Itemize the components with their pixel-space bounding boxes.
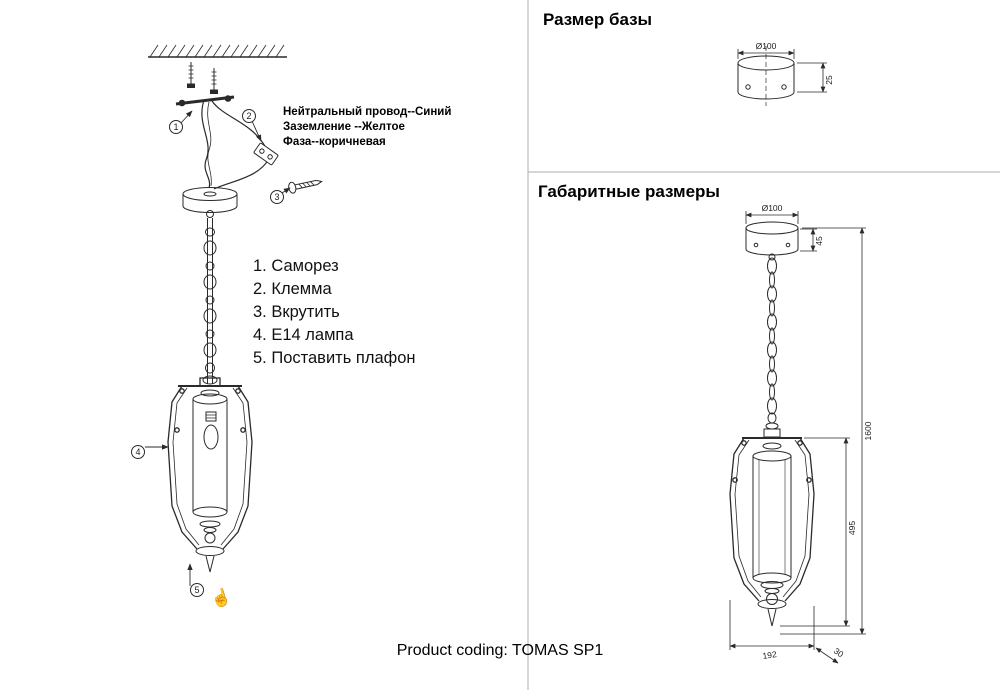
base-size-drawing: Ø100 25 xyxy=(737,41,834,106)
body-height-label: 495 xyxy=(847,521,857,535)
total-height-dim: 1600 xyxy=(780,227,873,635)
glass-body xyxy=(752,442,792,584)
ceiling-hatch xyxy=(148,44,287,58)
step-item-5: 5. Поставить плафон xyxy=(253,349,416,367)
canopy-height-label: 45 xyxy=(814,236,824,246)
wire-label-phase: Фаза--коричневая xyxy=(283,136,386,148)
assembly-drawing: 1 2 3 4 5 ☝ xyxy=(131,44,323,611)
callout-5-label: 5 xyxy=(194,585,199,595)
callout-4: 4 xyxy=(131,445,145,459)
wire-labels: Нейтральный провод--Синий Заземление --Ж… xyxy=(283,105,451,150)
callout-2: 2 xyxy=(242,109,256,123)
overall-dimensions-drawing: Ø100 45 1600 495 192 xyxy=(729,203,873,664)
screw-icon xyxy=(288,179,323,194)
e14-bulb-icon xyxy=(203,411,219,450)
product-coding: Product coding: TOMAS SP1 xyxy=(396,642,604,659)
glass-shade xyxy=(192,389,228,518)
callout-3-label: 3 xyxy=(274,192,279,202)
terminal-block xyxy=(253,142,279,166)
chain xyxy=(763,257,781,438)
overall-dimensions-title: Габаритные размеры xyxy=(538,182,720,201)
overall-diameter-label: Ø100 xyxy=(762,203,783,213)
base-diameter-label: Ø100 xyxy=(756,41,777,51)
step-item-3: 3. Вкрутить xyxy=(253,303,340,321)
bottom-finial xyxy=(195,520,225,573)
hanging-rod xyxy=(202,218,218,385)
hand-icon: ☝ xyxy=(208,585,234,611)
mounting-bar xyxy=(175,95,235,107)
callout-2-label: 2 xyxy=(246,111,251,121)
finial xyxy=(757,581,787,627)
callout-4-label: 4 xyxy=(135,447,140,457)
lamp-cage xyxy=(167,377,253,550)
width-label: 192 xyxy=(762,649,778,661)
base-height-label: 25 xyxy=(824,75,834,85)
callout-5: 5 xyxy=(190,583,204,597)
base-height-dim: 25 xyxy=(797,62,834,93)
step-item-2: 2. Клемма xyxy=(253,280,332,298)
wire-label-neutral: Нейтральный провод--Синий xyxy=(283,106,452,118)
wire-label-ground: Заземление --Желтое xyxy=(283,121,405,133)
base-size-title: Размер базы xyxy=(543,10,653,29)
screw-icon xyxy=(187,62,218,94)
assembly-steps: 1. Саморез 2. Клемма 3. Вкрутить 4. Е14 … xyxy=(253,255,416,370)
callout-leaders xyxy=(145,110,291,586)
body-height-dim: 495 xyxy=(780,437,857,627)
callout-3: 3 xyxy=(270,190,284,204)
base-diameter-dim: Ø100 xyxy=(737,41,795,59)
canopy-height-dim: 45 xyxy=(800,228,824,252)
width-dim: 192 xyxy=(729,600,815,661)
panel-dividers xyxy=(527,0,1000,690)
step-item-1: 1. Саморез xyxy=(253,257,339,275)
step-item-4: 4. Е14 лампа xyxy=(253,326,354,344)
ceiling-canopy xyxy=(182,187,238,218)
total-height-label: 1600 xyxy=(863,421,873,440)
wires xyxy=(201,99,269,190)
callout-1: 1 xyxy=(169,120,183,134)
overall-diameter-dim: Ø100 xyxy=(745,203,799,224)
cage xyxy=(729,437,815,602)
callout-1-label: 1 xyxy=(173,122,178,132)
canopy xyxy=(745,221,799,261)
